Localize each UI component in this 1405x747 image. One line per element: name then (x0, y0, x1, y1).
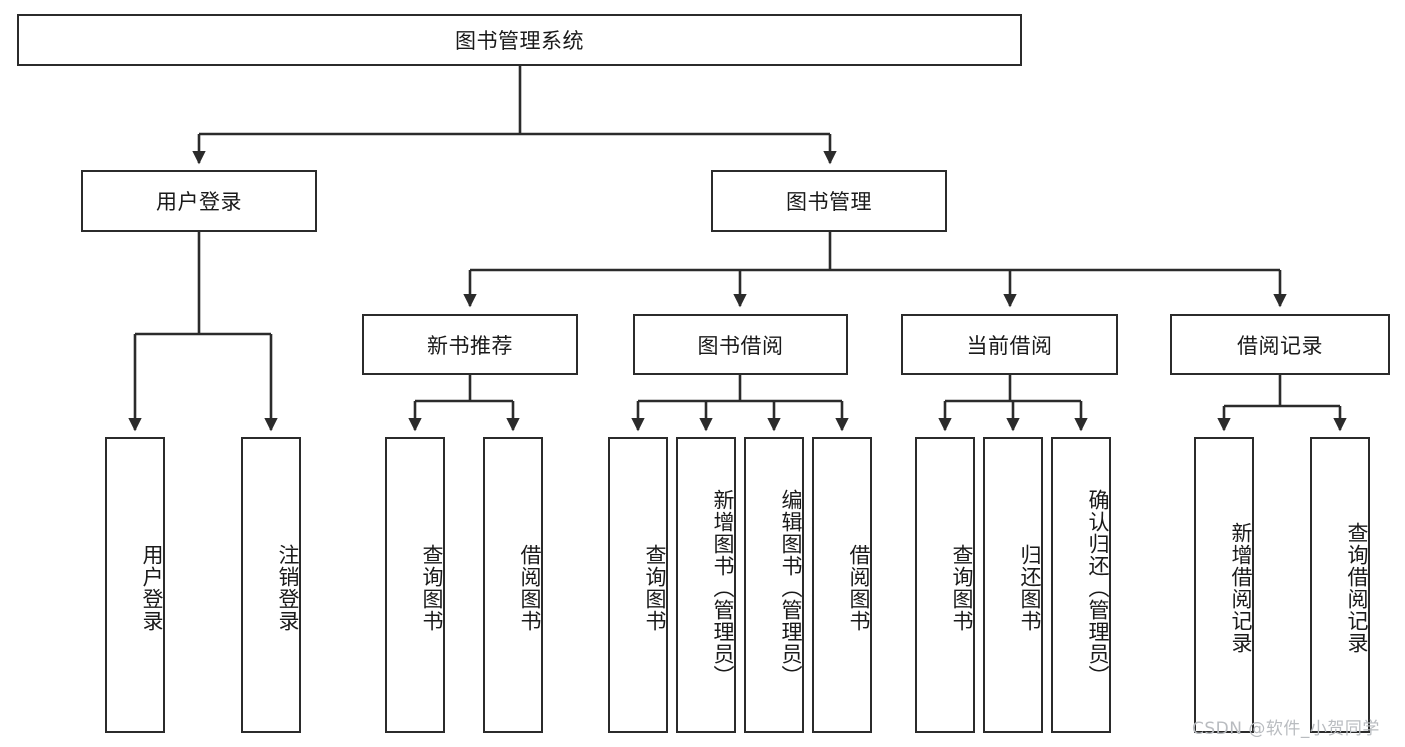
leaf-logout[interactable]: 注销登录 (241, 437, 301, 733)
node-book-management[interactable]: 图书管理 (711, 170, 947, 232)
node-label: 查询图书 (420, 544, 444, 632)
node-label: 新书推荐 (427, 333, 513, 358)
node-label: 确认归还（管理员） (1086, 489, 1110, 687)
leaf-borrow-book-recommend[interactable]: 借阅图书 (483, 437, 543, 733)
node-user-login[interactable]: 用户登录 (81, 170, 317, 232)
leaf-query-book-recommend[interactable]: 查询图书 (385, 437, 445, 733)
node-label: 当前借阅 (966, 333, 1053, 358)
node-label: 图书管理系统 (455, 29, 584, 53)
node-label: 图书借阅 (697, 333, 784, 358)
leaf-query-borrow-record[interactable]: 查询借阅记录 (1310, 437, 1370, 733)
leaf-add-book-admin[interactable]: 新增图书（管理员） (676, 437, 736, 733)
node-book-borrow[interactable]: 图书借阅 (633, 314, 848, 375)
leaf-user-login[interactable]: 用户登录 (105, 437, 165, 733)
leaf-query-book-current[interactable]: 查询图书 (915, 437, 975, 733)
node-new-book-recommend[interactable]: 新书推荐 (362, 314, 578, 375)
node-label: 查询借阅记录 (1345, 522, 1369, 654)
node-label: 借阅图书 (518, 544, 542, 632)
leaf-borrow-book[interactable]: 借阅图书 (812, 437, 872, 733)
node-label: 用户登录 (156, 190, 242, 214)
node-current-borrow[interactable]: 当前借阅 (901, 314, 1118, 375)
node-label: 借阅图书 (847, 544, 871, 632)
leaf-confirm-return-admin[interactable]: 确认归还（管理员） (1051, 437, 1111, 733)
node-label: 编辑图书（管理员） (779, 489, 803, 687)
leaf-add-borrow-record[interactable]: 新增借阅记录 (1194, 437, 1254, 733)
leaf-return-book[interactable]: 归还图书 (983, 437, 1043, 733)
node-borrow-record[interactable]: 借阅记录 (1170, 314, 1390, 375)
node-label: 查询图书 (950, 544, 974, 632)
node-label: 借阅记录 (1237, 333, 1323, 358)
leaf-edit-book-admin[interactable]: 编辑图书（管理员） (744, 437, 804, 733)
node-label: 用户登录 (140, 544, 164, 632)
node-label: 查询图书 (643, 544, 667, 632)
node-label: 新增图书（管理员） (711, 489, 735, 687)
node-label: 新增借阅记录 (1229, 522, 1253, 654)
node-label: 图书管理 (786, 190, 872, 214)
node-label: 注销登录 (276, 544, 300, 632)
node-label: 归还图书 (1018, 544, 1042, 632)
node-root-book-management-system[interactable]: 图书管理系统 (17, 14, 1022, 66)
leaf-query-book-borrow[interactable]: 查询图书 (608, 437, 668, 733)
